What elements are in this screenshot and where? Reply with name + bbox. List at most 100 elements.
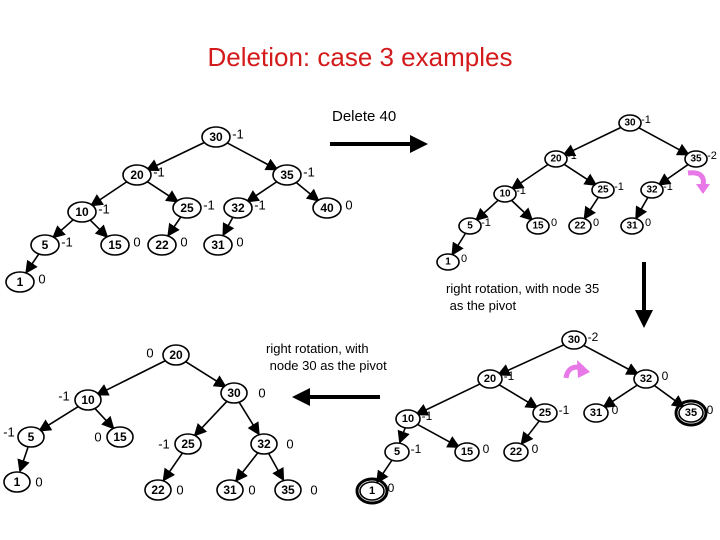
tree-edge — [562, 126, 623, 157]
balance-factor: -2 — [588, 330, 599, 344]
node-key: 5 — [28, 430, 35, 444]
node-key: 22 — [574, 221, 586, 232]
balance-factor: 0 — [345, 198, 352, 213]
tree-edge — [89, 180, 129, 207]
node-circle — [477, 369, 503, 389]
balance-factor: 0 — [551, 217, 557, 229]
node-circle — [684, 150, 708, 168]
tree-node-10: 10-1 — [395, 409, 433, 429]
tree-node-20: 20-1 — [544, 150, 577, 168]
tree-edge — [295, 181, 320, 202]
node-key: 35 — [281, 483, 295, 497]
tree-node-30: 30 -2 — [561, 330, 599, 350]
balance-factor: 0 — [461, 253, 467, 265]
tree-edge — [635, 197, 649, 220]
tree-node-32: 32-1 — [223, 197, 266, 219]
balance-factor: -1 — [559, 403, 570, 417]
balance-factor: 0 — [176, 483, 183, 498]
tree-edge — [415, 423, 461, 448]
node-key: 5 — [42, 238, 49, 252]
balance-factor: -1 — [614, 181, 624, 193]
node-circle — [203, 234, 233, 256]
balance-factor: -1 — [232, 127, 244, 142]
tree-node-20: 200 — [146, 344, 190, 366]
balance-factor: -1 — [158, 437, 170, 452]
tree-node-5: 5 -1 — [384, 442, 422, 462]
node-circle — [384, 442, 410, 462]
tree-edge — [225, 141, 279, 171]
tree-node-10: 10-1 — [67, 201, 110, 223]
tree-edge — [193, 400, 228, 437]
balance-factor: 0 — [532, 442, 539, 456]
node-key: 20 — [169, 348, 183, 362]
balance-factor: -1 — [61, 235, 73, 250]
node-key: 35 — [690, 154, 702, 165]
node-circle — [250, 433, 278, 455]
label-delete-40: Delete 40 — [332, 108, 397, 125]
tree-edge — [17, 447, 30, 473]
node-key: 15 — [461, 446, 473, 458]
tree-edge — [510, 163, 550, 190]
node-key: 31 — [223, 483, 237, 497]
node-circle — [503, 442, 529, 462]
node-circle — [5, 271, 35, 293]
balance-factor: -1 — [153, 165, 165, 180]
tree-node-5: 5 -1 — [30, 234, 73, 256]
tree-edge — [414, 382, 482, 416]
balance-factor: -1 — [411, 442, 422, 456]
tree-node-10: 10-1 — [58, 389, 102, 411]
tree-edge — [145, 141, 207, 171]
tree-edge — [222, 217, 235, 237]
node-key: 15 — [108, 238, 122, 252]
node-circle — [544, 150, 568, 168]
node-circle — [591, 181, 615, 199]
node-key: 35 — [280, 168, 294, 182]
balance-factor: 0 — [593, 217, 599, 229]
node-circle — [100, 234, 130, 256]
balance-factor: -1 — [422, 409, 433, 423]
node-key: 31 — [626, 221, 638, 232]
rotation-icon — [563, 360, 590, 379]
tree-node-20: 20-1 — [477, 369, 515, 389]
balance-factor: 0 — [180, 235, 187, 250]
balance-factor: -1 — [98, 202, 110, 217]
node-key: 1 — [14, 475, 21, 489]
tree-node-35: 35-2 — [684, 150, 717, 168]
node-key: 5 — [467, 221, 473, 232]
node-circle — [359, 481, 385, 501]
node-circle — [640, 181, 664, 199]
tree-node-30: 30-1 — [618, 114, 651, 132]
tree-edge — [637, 126, 691, 156]
node-key: 22 — [155, 238, 169, 252]
node-circle — [493, 185, 517, 203]
node-key: 5 — [394, 446, 400, 458]
rotation-icon — [687, 170, 710, 194]
node-circle — [216, 479, 244, 501]
balance-factor: 0 — [133, 235, 140, 250]
node-key: 30 — [568, 334, 580, 346]
balance-factor: -1 — [254, 198, 266, 213]
tree-node-32: 32-1 — [640, 181, 673, 199]
node-circle — [568, 217, 592, 235]
highlight-ring — [355, 477, 389, 505]
tree-node-22: 22 0 — [147, 234, 188, 256]
tree-edge — [245, 180, 279, 203]
balance-factor: 0 — [286, 437, 293, 452]
balance-factor: -1 — [3, 425, 15, 440]
tree-node-15: 150 — [94, 426, 134, 448]
node-circle — [201, 126, 231, 148]
node-key: 32 — [640, 373, 652, 385]
balance-factor: 0 — [662, 369, 669, 383]
node-circle — [147, 234, 177, 256]
